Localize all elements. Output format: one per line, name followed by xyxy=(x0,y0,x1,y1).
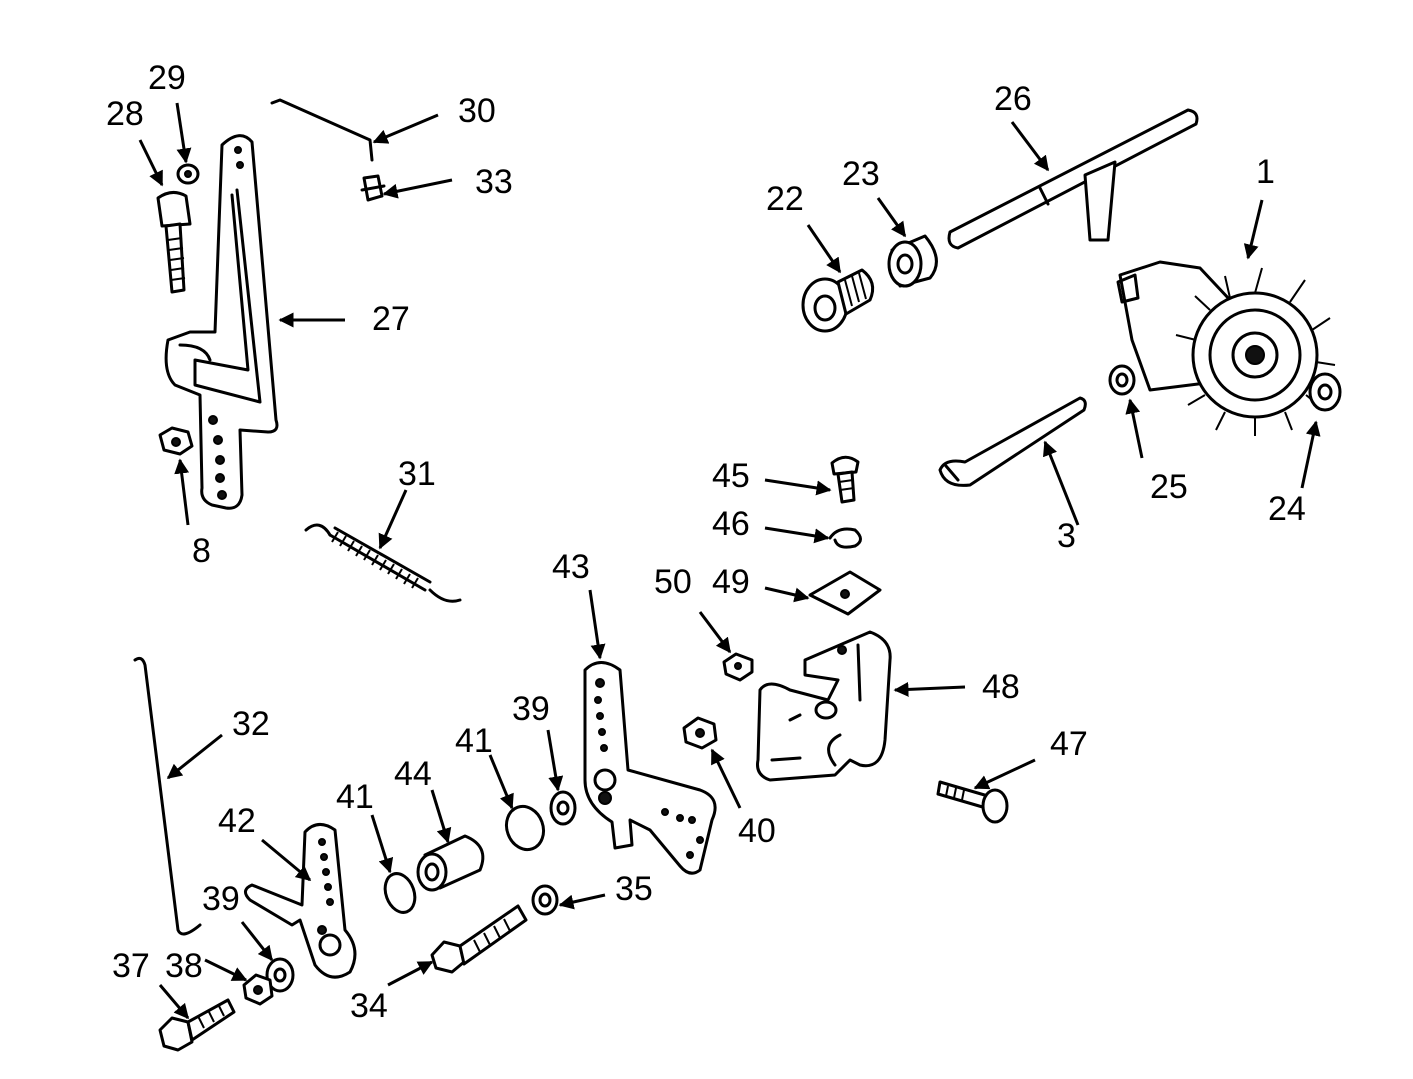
callout-30: 30 xyxy=(458,92,496,130)
callout-42: 42 xyxy=(218,802,256,840)
callout-44: 44 xyxy=(394,755,432,793)
part-37-bolt xyxy=(158,998,236,1052)
part-32-long-rod xyxy=(133,656,202,936)
part-44-bushing xyxy=(416,834,485,892)
part-30-link-rod xyxy=(270,98,374,162)
part-39-washer-upper xyxy=(549,790,577,826)
callout-29: 29 xyxy=(148,59,186,97)
part-35-washer xyxy=(531,884,559,916)
callout-1: 1 xyxy=(1256,153,1275,191)
part-1-governor-assembly xyxy=(1116,260,1336,436)
part-27-governor-bracket xyxy=(164,134,279,510)
callout-28: 28 xyxy=(106,95,144,133)
callout-50: 50 xyxy=(654,563,692,601)
callout-8: 8 xyxy=(192,532,211,570)
callout-40: 40 xyxy=(738,812,776,850)
part-50-nut xyxy=(722,652,754,682)
part-42-control-lever xyxy=(244,823,357,979)
part-43-governor-lever xyxy=(583,661,717,875)
callout-49: 49 xyxy=(712,563,750,601)
callout-47: 47 xyxy=(1050,725,1088,763)
callout-27: 27 xyxy=(372,300,410,338)
part-47-screw xyxy=(936,780,1009,824)
part-8-nut xyxy=(158,426,194,456)
part-41-ring-upper xyxy=(504,804,546,852)
part-29-nut xyxy=(176,163,200,185)
part-49-clip xyxy=(808,570,882,616)
callout-33: 33 xyxy=(475,163,513,201)
callout-37: 37 xyxy=(112,947,150,985)
callout-45: 45 xyxy=(712,457,750,495)
callout-labels: 1 3 8 22 23 24 25 26 27 28 29 30 31 32 3… xyxy=(106,59,1306,1025)
part-48-mounting-bracket xyxy=(756,630,892,782)
leader-lines xyxy=(138,102,1321,1020)
part-28-bolt xyxy=(156,191,192,294)
part-26-shaft xyxy=(947,108,1199,250)
part-25-washer xyxy=(1108,364,1136,396)
part-33-swivel xyxy=(360,174,386,202)
part-3-pin xyxy=(938,396,1087,487)
callout-46: 46 xyxy=(712,505,750,543)
callout-39-lower: 39 xyxy=(202,880,240,918)
callout-23: 23 xyxy=(842,155,880,193)
part-45-screw xyxy=(830,455,860,504)
callout-31: 31 xyxy=(398,455,436,493)
part-38-nut xyxy=(242,973,274,1006)
callout-39-upper: 39 xyxy=(512,690,550,728)
callout-38: 38 xyxy=(165,947,203,985)
part-41-ring-lower xyxy=(383,872,417,914)
callout-32: 32 xyxy=(232,705,270,743)
callout-34: 34 xyxy=(350,987,388,1025)
part-24-washer xyxy=(1308,372,1342,412)
callout-48: 48 xyxy=(982,668,1020,706)
callout-3: 3 xyxy=(1057,517,1076,555)
part-46-lock-washer xyxy=(828,527,862,549)
callout-25: 25 xyxy=(1150,468,1188,506)
part-23-bushing xyxy=(887,234,938,288)
part-22-plug xyxy=(801,268,875,333)
callout-26: 26 xyxy=(994,80,1032,118)
part-34-bolt xyxy=(430,904,528,974)
part-39-washer-lower xyxy=(265,957,295,993)
callout-22: 22 xyxy=(766,180,804,218)
callout-35: 35 xyxy=(615,870,653,908)
callout-43: 43 xyxy=(552,548,590,586)
part-40-nut xyxy=(682,716,718,750)
callout-41-lower: 41 xyxy=(336,778,374,816)
callout-24: 24 xyxy=(1268,490,1306,528)
callout-41-upper: 41 xyxy=(455,722,493,760)
part-31-spring xyxy=(304,523,462,603)
